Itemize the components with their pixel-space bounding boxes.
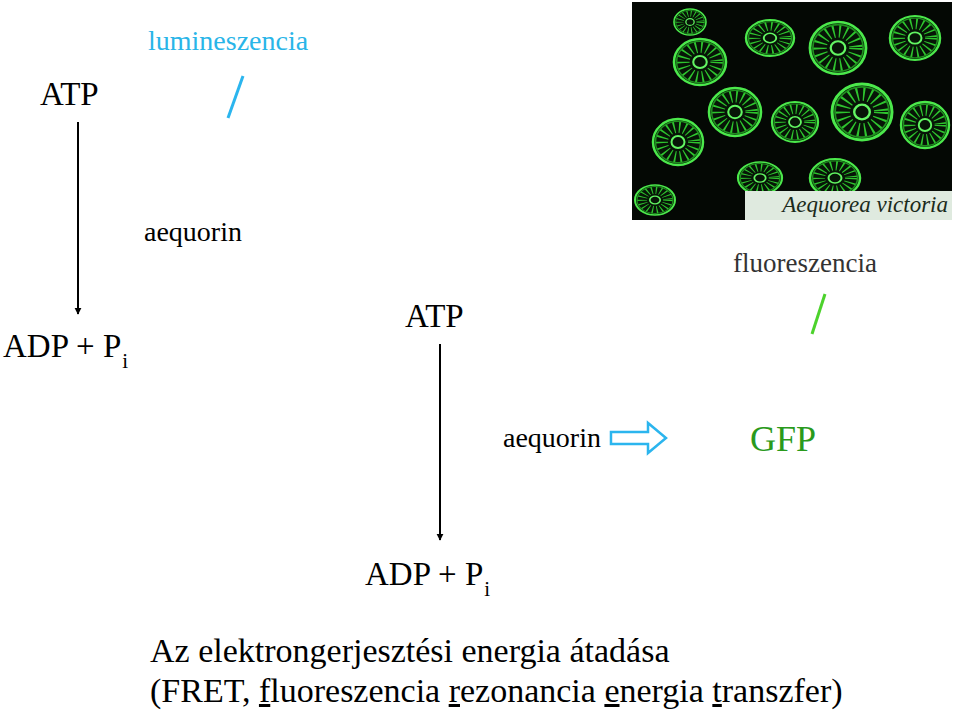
word-rest: ezonancia <box>460 672 596 709</box>
drawing-part <box>653 119 703 165</box>
caption-slot: Az elektrongerjesztési energia átadása <box>150 632 670 669</box>
label-slot: (FRET, fluoreszencia rezonancia energia … <box>150 672 843 709</box>
space <box>596 672 605 709</box>
space <box>250 672 259 709</box>
space <box>704 672 713 709</box>
label-slot: ATP <box>40 76 99 112</box>
node-text: aequorin <box>144 217 242 248</box>
protein-circle: aequorin <box>78 117 308 347</box>
circle-outline <box>673 330 893 550</box>
node-text: GFP <box>750 420 816 460</box>
emission-leader <box>228 76 243 118</box>
green-ground <box>668 332 920 548</box>
label-slot: ADP + P <box>3 328 121 364</box>
initial: r <box>449 672 460 709</box>
emission-label: lumineszencia <box>148 26 308 57</box>
reaction-arrow <box>77 122 79 314</box>
word: (FRET, <box>150 672 250 709</box>
node-label: GFP <box>750 420 816 460</box>
reactant-label: ATP <box>40 76 99 112</box>
space <box>440 672 449 709</box>
drawing-part <box>810 22 866 74</box>
drawing-part <box>738 162 782 194</box>
label-slot: Aequorea victoria <box>782 192 948 217</box>
reaction-arrow <box>439 344 441 540</box>
photo-background <box>632 2 952 220</box>
node-label: aequorin <box>503 423 601 454</box>
reactant-label: ATP <box>405 298 464 334</box>
drawing-part <box>635 185 675 215</box>
drawing-part <box>674 39 726 85</box>
subscript: i <box>484 578 490 601</box>
product-label: ADP + P <box>365 556 483 592</box>
label-slot: lumineszencia <box>148 26 308 57</box>
initial: f <box>259 672 270 709</box>
emission-label: fluoreszencia <box>733 249 877 279</box>
circle-outline <box>440 326 664 550</box>
drawing-part <box>746 20 794 56</box>
word-rest: nergia <box>620 672 704 709</box>
photo-caption-ground <box>745 191 952 220</box>
label-slot: ATP <box>405 298 464 334</box>
caption: Az elektrongerjesztési energia átadása <box>150 632 670 669</box>
drawing-part <box>674 9 706 35</box>
label-slot: ADP + P <box>365 556 483 592</box>
product-label: ADP + P <box>3 328 121 364</box>
word-rest: ranszfer) <box>722 672 843 709</box>
subscript: i <box>122 350 128 373</box>
label-slot: i <box>122 350 128 373</box>
label-slot: fluoreszencia <box>733 249 877 279</box>
species-name: Aequorea victoria <box>782 192 948 217</box>
jellyfish-photo <box>635 9 949 215</box>
drawing-part <box>772 102 818 142</box>
node-text: aequorin <box>503 423 601 454</box>
drawing-part <box>832 84 892 140</box>
protein-box: GFP <box>668 332 920 548</box>
energy-transfer-arrow <box>611 423 666 453</box>
circle-outline <box>79 118 307 346</box>
initial: e <box>604 672 619 709</box>
drawing-part <box>890 16 940 60</box>
drawing-part <box>709 88 761 136</box>
emission-leader <box>812 294 825 334</box>
word-rest: luoreszencia <box>270 672 440 709</box>
drawing-part <box>901 102 949 148</box>
caption-line: (FRET, fluoreszencia rezonancia energia … <box>150 672 843 709</box>
label-slot: i <box>484 578 490 601</box>
node-label: aequorin <box>144 217 242 248</box>
protein-circle: aequorin <box>439 325 665 551</box>
initial: t <box>712 672 721 709</box>
